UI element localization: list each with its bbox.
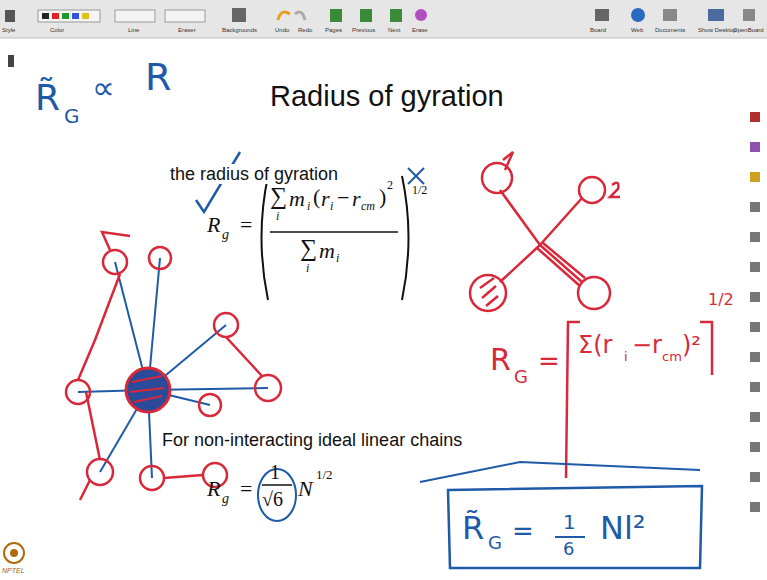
toolbar-label: Undo — [275, 27, 289, 33]
handwritten-symbol: = — [512, 518, 534, 544]
fraction-bar — [270, 231, 398, 233]
page-icon — [8, 55, 14, 67]
toolbar-label: Color — [50, 27, 64, 33]
math-symbol: r — [321, 188, 330, 210]
toolbar-label: Show Desktop — [698, 27, 737, 33]
slide-title: Radius of gyration — [270, 82, 504, 111]
toolbar-label: Pages — [325, 27, 342, 33]
toolbar-icons — [5, 8, 755, 22]
math-subscript: g — [222, 228, 229, 242]
math-superscript: 1/2 — [412, 184, 427, 196]
handwritten-symbol: R — [490, 345, 511, 375]
toolbar-label: Backgrounds — [222, 27, 257, 33]
math-symbol: N — [298, 478, 313, 500]
handwritten-symbol: = — [538, 348, 560, 374]
toolbar-label: Web — [631, 27, 643, 33]
math-subscript: i — [307, 200, 310, 212]
strike-mark — [408, 168, 424, 184]
toolbar-label: OpenBoard — [733, 27, 764, 33]
handwritten-symbol: )² — [682, 333, 701, 357]
underline-mark — [420, 462, 700, 482]
subheading: For non-interacting ideal linear chains — [160, 430, 464, 450]
fraction-bar — [262, 484, 292, 486]
math-symbol: m — [289, 188, 305, 210]
math-symbol: = — [240, 478, 252, 500]
bracket — [402, 176, 409, 300]
handwritten-subscript: G — [514, 368, 528, 386]
math-symbol: 1 — [270, 462, 280, 482]
handwritten-symbol: 1 — [563, 512, 576, 532]
handwritten-subscript: G — [488, 534, 502, 552]
math-symbol: m — [319, 240, 335, 262]
math-symbol: R — [207, 478, 220, 500]
nptel-logo — [4, 543, 24, 563]
logo-text: NPTEL — [2, 567, 25, 574]
toolbar-label: Redo — [298, 27, 312, 33]
handwritten-subscript: G — [64, 106, 80, 126]
handwritten-symbol: −r — [632, 333, 662, 357]
toolbar-label: Erase — [412, 27, 428, 33]
toolbar-label: Previous — [352, 27, 375, 33]
math-symbol: ( — [313, 186, 320, 208]
math-subscript: i — [276, 210, 279, 222]
highlight-box — [448, 486, 702, 568]
math-superscript: 1/2 — [316, 468, 333, 481]
math-symbol: √6 — [262, 489, 283, 509]
handwritten-symbol: R̃ — [462, 512, 484, 544]
bracket — [566, 322, 580, 478]
nptel-logo — [10, 549, 18, 557]
math-symbol: = — [240, 214, 252, 236]
toolbar-label: Style — [2, 27, 15, 33]
math-symbol: ∑ — [270, 184, 287, 208]
toolbar-border — [0, 38, 767, 39]
math-subscript: i — [336, 252, 339, 264]
handwritten-symbol: 6 — [563, 540, 574, 558]
fraction-bar — [555, 536, 585, 538]
bracket — [262, 176, 269, 300]
math-symbol: ∑ — [300, 236, 317, 260]
bracket — [700, 322, 712, 375]
molecule-sketch — [470, 152, 620, 311]
handwritten-symbol: Σ(r — [578, 333, 612, 357]
toolbar-label: Next — [388, 27, 400, 33]
math-subscript: cm — [361, 200, 375, 212]
handwritten-superscript: 1/2 — [708, 292, 734, 308]
math-symbol: − — [337, 187, 349, 209]
handwritten-subscript: i — [624, 350, 628, 363]
math-symbol: r — [352, 188, 361, 210]
subheading: the radius of gyration — [168, 164, 340, 184]
math-symbol: R — [207, 214, 220, 236]
toolbar-band — [0, 0, 767, 38]
math-subscript: i — [330, 200, 333, 212]
math-subscript: g — [222, 492, 229, 506]
side-toolbar — [750, 112, 760, 512]
handwritten-symbol: R — [145, 58, 171, 96]
toolbar-label: Documents — [655, 27, 685, 33]
handwritten-symbol: R̃ — [35, 80, 60, 116]
math-subscript: i — [306, 262, 309, 274]
toolbar-label: Eraser — [178, 27, 196, 33]
toolbar-label: Line — [128, 27, 139, 33]
handwritten-symbol: ∝ — [92, 72, 115, 104]
toolbar-label: Board — [590, 27, 606, 33]
math-superscript: 2 — [387, 179, 393, 191]
polymer-sketch — [66, 232, 281, 500]
handwritten-subscript: cm — [662, 350, 682, 363]
handwritten-symbol: Nl² — [600, 512, 646, 544]
math-symbol: ) — [379, 186, 386, 208]
